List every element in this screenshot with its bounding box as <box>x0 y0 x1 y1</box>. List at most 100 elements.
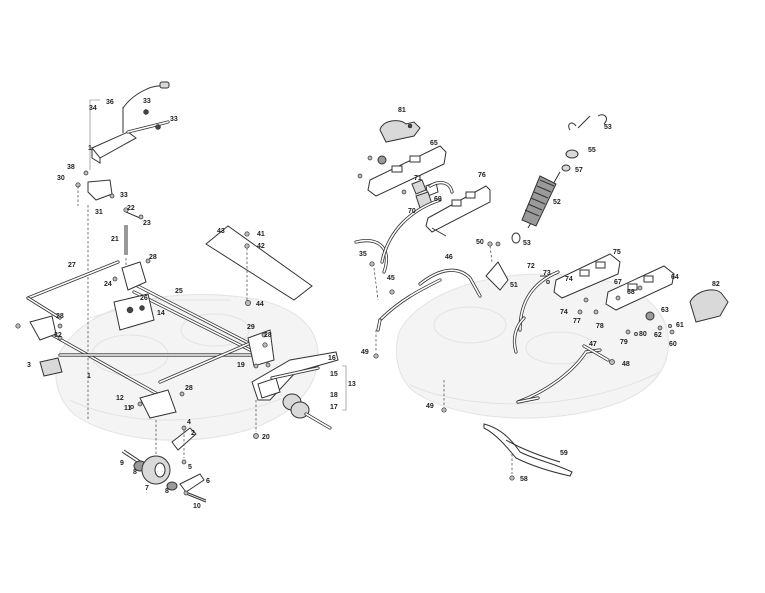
label-31: 31 <box>95 209 103 216</box>
label-50: 50 <box>476 239 484 246</box>
center-bracket <box>113 261 155 331</box>
label-70: 70 <box>408 208 416 215</box>
label-23: 23 <box>143 220 151 227</box>
cover-81 <box>379 120 421 143</box>
part-number-labels: 34 36 33 33 1 38 30 31 33 22 23 21 43 41… <box>27 98 720 510</box>
label-20: 20 <box>262 434 270 441</box>
label-44: 44 <box>256 301 264 308</box>
wheel-bracket-block <box>39 357 63 377</box>
label-75: 75 <box>613 249 621 256</box>
label-61: 61 <box>676 322 684 329</box>
label-73: 73 <box>543 270 551 277</box>
cover-plate <box>205 225 313 306</box>
label-74: 74 <box>560 309 568 316</box>
label-6: 6 <box>206 478 210 485</box>
wheel-lever <box>171 425 197 465</box>
label-2: 2 <box>191 430 195 437</box>
front-axle-rod <box>26 260 120 320</box>
height-adjustment-lever <box>89 81 170 170</box>
label-48: 48 <box>622 361 630 368</box>
label-27: 27 <box>68 262 76 269</box>
label-9: 9 <box>120 460 124 467</box>
roller-assembly <box>251 351 347 430</box>
label-72: 72 <box>527 263 535 270</box>
label-17: 17 <box>330 404 338 411</box>
label-77: 77 <box>573 318 581 325</box>
label-82: 82 <box>712 281 720 288</box>
handle-bar-76 <box>354 181 454 274</box>
label-28: 28 <box>56 313 64 320</box>
label-45: 45 <box>387 275 395 282</box>
label-74: 74 <box>565 276 573 283</box>
label-7: 7 <box>145 485 149 492</box>
label-11: 11 <box>124 405 132 412</box>
bracket-65 <box>357 145 447 197</box>
label-26: 26 <box>140 295 148 302</box>
lever-grip <box>159 81 170 89</box>
label-41: 41 <box>257 231 265 238</box>
deck-ghost-outline-right <box>395 273 669 419</box>
label-78: 78 <box>596 323 604 330</box>
label-51: 51 <box>510 282 518 289</box>
label-33: 33 <box>120 192 128 199</box>
label-34: 34 <box>89 105 97 112</box>
label-62: 62 <box>654 332 662 339</box>
skid-59 <box>483 423 573 481</box>
label-68: 68 <box>627 289 635 296</box>
rear-lever <box>247 329 275 367</box>
bracket-76 <box>425 185 491 237</box>
label-33: 33 <box>143 98 151 105</box>
label-67: 67 <box>614 279 622 286</box>
label-18: 18 <box>330 392 338 399</box>
label-69: 69 <box>434 196 442 203</box>
front-wheel <box>121 420 178 491</box>
label-28: 28 <box>185 385 193 392</box>
label-49: 49 <box>426 403 434 410</box>
label-55: 55 <box>588 147 596 154</box>
label-19: 19 <box>237 362 245 369</box>
label-8: 8 <box>133 469 137 476</box>
label-32: 32 <box>54 332 62 339</box>
label-28: 28 <box>149 254 157 261</box>
label-80: 80 <box>639 331 647 338</box>
label-14: 14 <box>157 310 165 317</box>
cable-spring <box>495 114 607 247</box>
label-47: 47 <box>589 341 597 348</box>
deck-ghost-outline <box>55 293 319 441</box>
handle-bar-75 <box>512 253 675 354</box>
label-36: 36 <box>106 99 114 106</box>
label-16: 16 <box>328 355 336 362</box>
label-42: 42 <box>257 243 265 250</box>
label-12: 12 <box>116 395 124 402</box>
label-76: 76 <box>478 172 486 179</box>
label-71: 71 <box>414 175 422 182</box>
main-axle <box>29 315 264 419</box>
front-handle-47 <box>516 344 615 404</box>
label-38: 38 <box>67 164 75 171</box>
lower-link <box>179 473 207 503</box>
label-52: 52 <box>553 199 561 206</box>
label-1: 1 <box>88 145 92 152</box>
label-3: 3 <box>27 362 31 369</box>
label-53: 53 <box>604 124 612 131</box>
label-59: 59 <box>560 450 568 457</box>
label-24: 24 <box>104 281 112 288</box>
label-28: 28 <box>264 332 272 339</box>
label-49: 49 <box>361 349 369 356</box>
label-1: 1 <box>87 373 91 380</box>
label-5: 5 <box>188 464 192 471</box>
label-25: 25 <box>175 288 183 295</box>
label-33: 33 <box>170 116 178 123</box>
label-63: 63 <box>661 307 669 314</box>
right-drive-handle-assembly <box>354 114 729 481</box>
label-22: 22 <box>127 205 135 212</box>
label-35: 35 <box>359 251 367 258</box>
bracket-51 <box>485 241 509 291</box>
label-65: 65 <box>430 140 438 147</box>
label-15: 15 <box>330 371 338 378</box>
cover-82 <box>689 289 729 323</box>
label-13: 13 <box>348 381 356 388</box>
left-height-adjustment-assembly <box>15 81 347 503</box>
label-4: 4 <box>187 419 191 426</box>
